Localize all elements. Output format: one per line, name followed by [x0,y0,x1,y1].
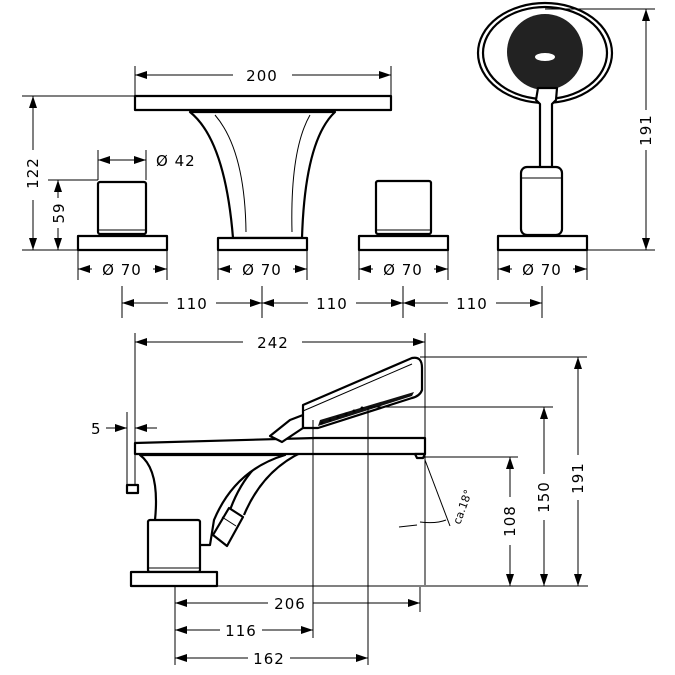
dim-total-height: 122 [22,95,135,251]
dim-70-label-4: Ø 70 [522,261,562,279]
dim-42-label: Ø 42 [156,152,196,170]
dim-150-label: 150 [535,481,553,513]
dim-191-label-side: 191 [569,462,587,494]
dim-angle-label: ca.18° [451,488,475,526]
dim-spout-height: 108 [217,456,588,587]
dim-angle: ca.18° [398,459,475,528]
right-handle-front [357,179,450,252]
dim-spacings: 110 110 110 [121,286,543,318]
shower-grip-side [211,506,245,548]
dim-191-label-top: 191 [637,114,655,146]
lever-side [125,483,140,495]
dim-70-label-1: Ø 70 [102,261,142,279]
dim-5-label: 5 [91,420,102,438]
left-handle-front [76,180,169,252]
dim-242-label: 242 [257,334,289,352]
dim-overall-length: 242 [134,333,426,585]
dim-200-label: 200 [246,67,278,85]
valve-side [129,518,219,588]
dim-shower-mid-height: 150 [368,406,553,586]
dim-206-label: 206 [274,595,306,613]
dim-handle-diameter: Ø 42 [97,150,196,180]
dim-110-label-3: 110 [456,295,488,313]
dim-70-label-3: Ø 70 [383,261,423,279]
dim-110-label-1: 110 [176,295,208,313]
dim-70-label-2: Ø 70 [242,261,282,279]
hand-shower-side [268,356,424,444]
dim-base-diameters: Ø 70 Ø 70 Ø 70 Ø 70 [77,251,588,280]
dim-offset: 5 [91,412,157,485]
spout-front [133,94,393,252]
dim-110-label-2: 110 [316,295,348,313]
dim-116-label: 116 [225,622,257,640]
dim-162-label: 162 [253,650,285,668]
dim-shower-height-side: 191 [420,356,587,586]
hand-shower-front [476,1,614,252]
dim-108-label: 108 [501,505,519,537]
dim-reaches: 206 116 162 [174,408,421,668]
dim-spout-width: 200 [134,66,392,95]
dim-59-label: 59 [50,202,68,223]
front-view: 200 122 59 Ø 42 [22,1,655,318]
side-view: 242 5 ca.18° 108 150 [91,333,588,668]
dim-shower-height-front: 191 [545,8,655,251]
dim-122-label: 122 [24,157,42,189]
dim-handle-height: 59 [48,179,98,250]
